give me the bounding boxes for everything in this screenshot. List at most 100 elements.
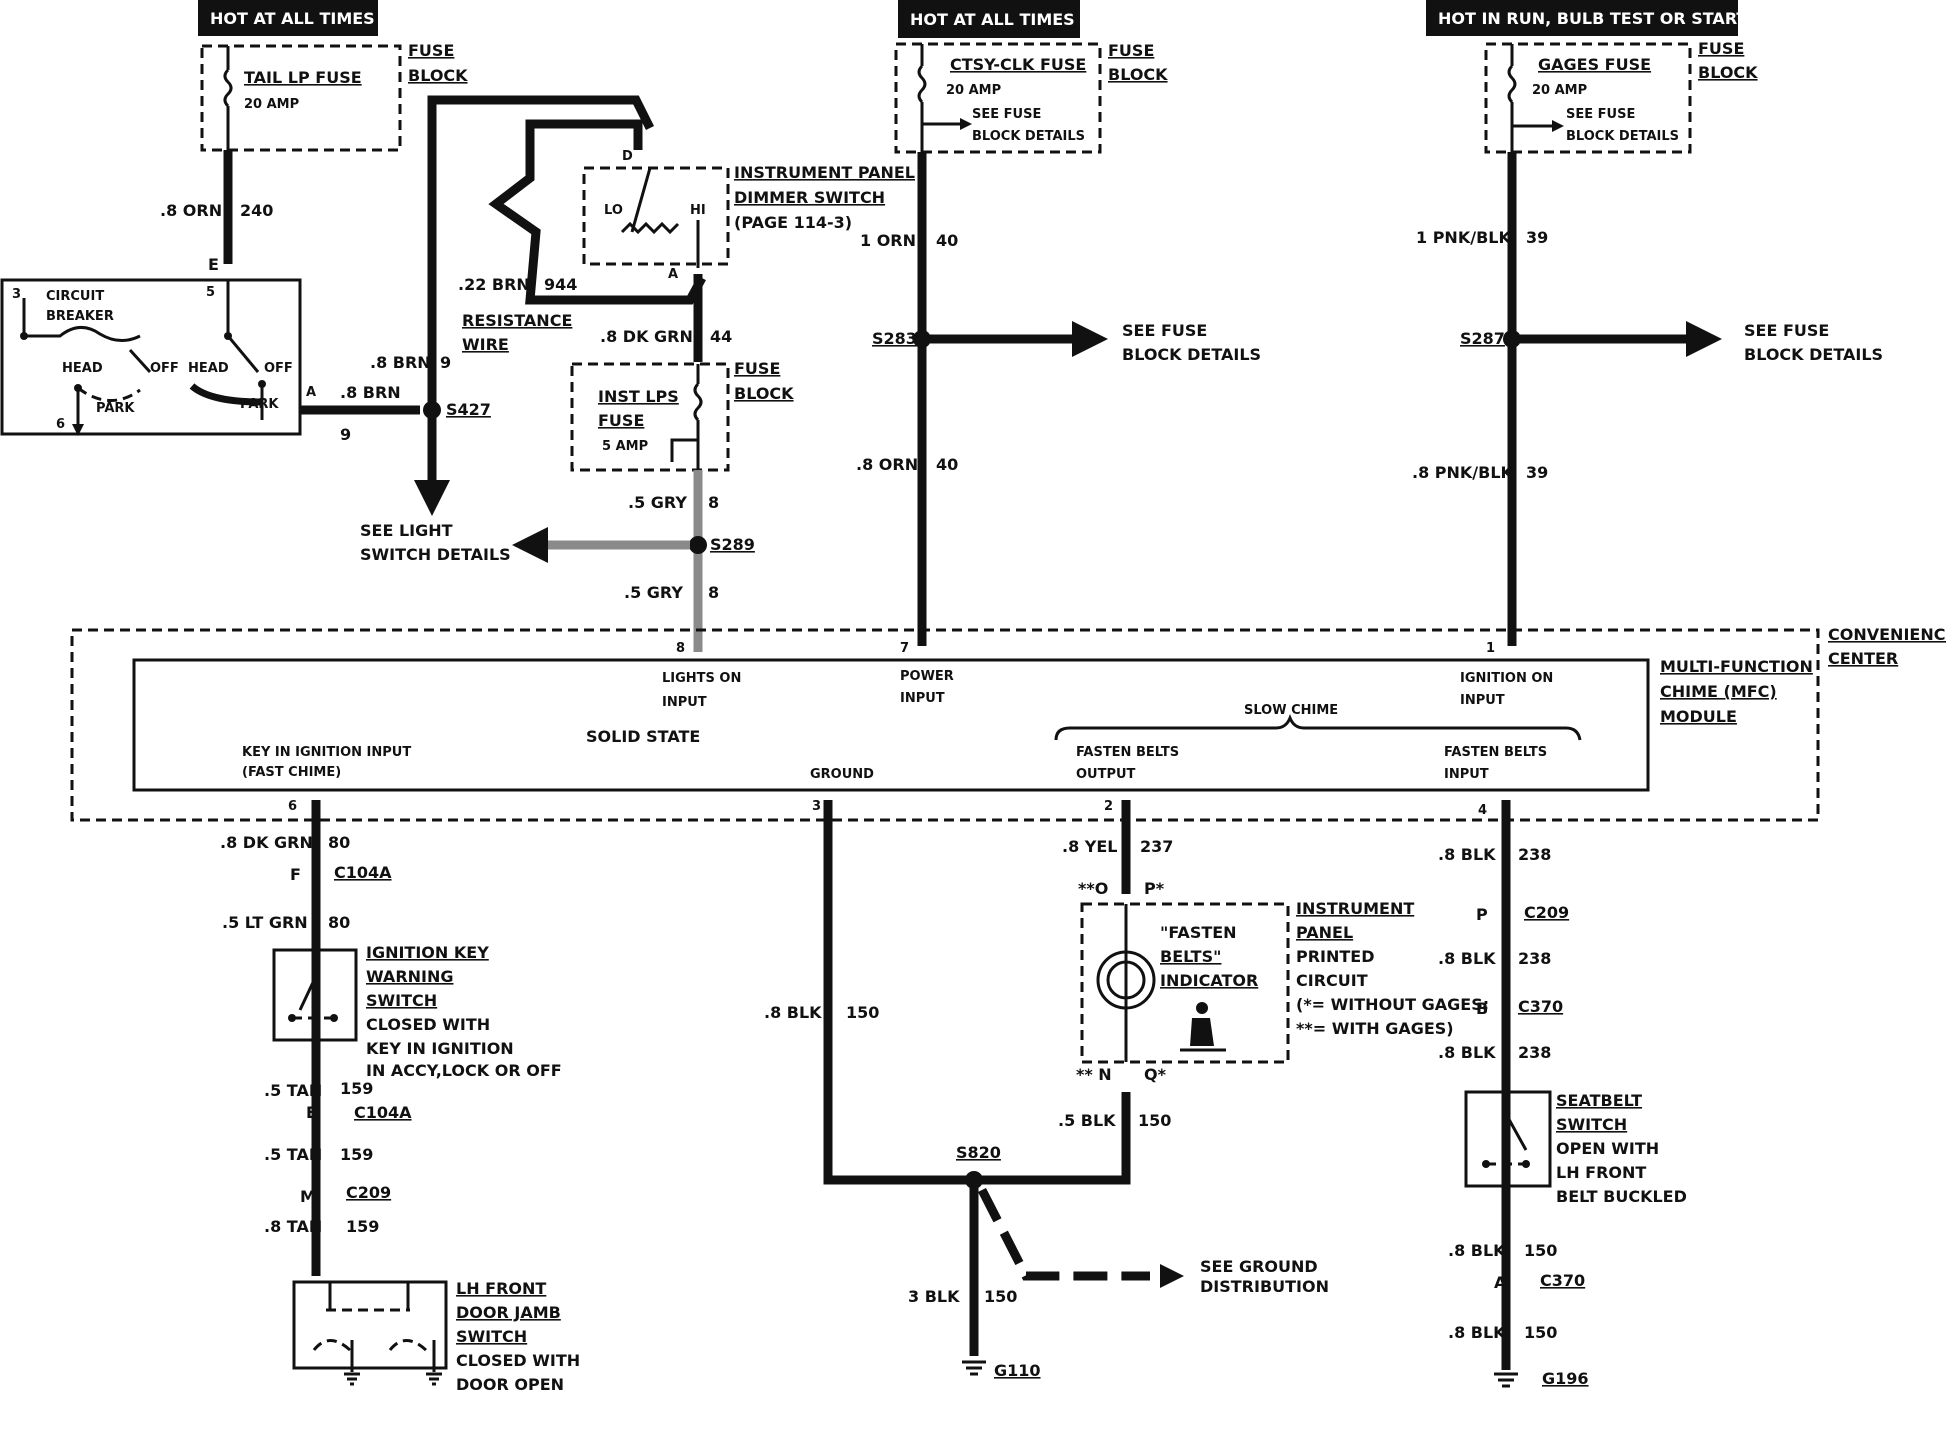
hi-label: HI xyxy=(690,203,706,218)
tail-lp-fuse: TAIL LP FUSE 20 AMP FUSE BLOCK xyxy=(200,41,468,152)
see-ground2-label: DISTRIBUTION xyxy=(1200,1277,1329,1296)
w-ltgrn-label: .5 LT GRN xyxy=(222,913,308,932)
l1-label: LH FRONT xyxy=(456,1279,546,1298)
header-left: HOT AT ALL TIMES xyxy=(198,0,378,36)
s820-label: S820 xyxy=(956,1143,1001,1162)
n40b-label: 40 xyxy=(936,455,958,474)
ground-label: GROUND xyxy=(810,767,874,782)
n159c-label: 159 xyxy=(346,1217,379,1236)
c104a-e-label: E xyxy=(306,1103,317,1122)
wire-brn-9-up xyxy=(427,95,655,493)
l5-label: BELT BUCKLED xyxy=(1556,1187,1687,1206)
mfc-module xyxy=(132,658,1650,792)
pe-label: E xyxy=(208,255,219,274)
p8-label: 8 xyxy=(676,641,685,656)
w-orn-240-label: .8 ORN xyxy=(160,201,222,220)
off1-label: OFF xyxy=(150,361,179,376)
o-label: **O xyxy=(1078,879,1108,898)
seatbelt-switch: SEATBELT SWITCH OPEN WITH LH FRONT BELT … xyxy=(1464,1090,1687,1206)
see2-label: BLOCK DETAILS xyxy=(972,129,1085,144)
key2-label: (FAST CHIME) xyxy=(242,765,341,780)
w-gry-a-label: .5 GRY xyxy=(628,493,687,512)
p1-label: 1 xyxy=(1486,641,1495,656)
d-label: D xyxy=(622,149,633,164)
p6-label: 6 xyxy=(56,417,65,432)
g196-label: G196 xyxy=(1542,1369,1589,1388)
see2-label: BLOCK DETAILS xyxy=(1566,129,1679,144)
ind2-label: BELTS" xyxy=(1160,947,1221,966)
l2-label: DOOR JAMB xyxy=(456,1303,561,1322)
a-label: A xyxy=(668,267,678,282)
head1-label: HEAD xyxy=(62,361,103,376)
p2-label: 2 xyxy=(1104,799,1113,814)
dimmer-switch: D LO HI A INSTRUMENT PANEL DIMMER SWITCH… xyxy=(582,149,915,282)
mfc1-label: MULTI-FUNCTION xyxy=(1660,657,1813,676)
see1-label: SEE FUSE xyxy=(972,107,1041,122)
w-3blk-label: 3 BLK xyxy=(908,1287,960,1306)
c370-a-label: A xyxy=(1494,1273,1507,1292)
w-22brn-label: .22 BRN xyxy=(458,275,530,294)
fbo2-label: OUTPUT xyxy=(1076,767,1136,782)
see-fuse1a-label: SEE FUSE xyxy=(1122,321,1207,340)
center-label: HOT AT ALL TIMES xyxy=(910,10,1075,29)
block2-label: BLOCK xyxy=(1698,63,1758,82)
l2-label: WIRE xyxy=(462,335,509,354)
c370-2-label: C370 xyxy=(1540,1271,1585,1290)
w-blk150-label: .8 BLK xyxy=(764,1003,822,1022)
head2-label: HEAD xyxy=(188,361,229,376)
ip1-label: INSTRUMENT xyxy=(1296,899,1414,918)
lights1-label: LIGHTS ON xyxy=(662,671,741,686)
block2-label: BLOCK xyxy=(408,66,468,85)
n238a-label: 238 xyxy=(1518,845,1551,864)
w-5blk-label: .5 BLK xyxy=(1058,1111,1116,1130)
w-blk238a-label: .8 BLK xyxy=(1438,845,1496,864)
n237-label: 237 xyxy=(1140,837,1173,856)
n150d-label: 150 xyxy=(1524,1241,1557,1260)
w-dkgrn-44-label: .8 DK GRN xyxy=(600,327,693,346)
n80a-label: 80 xyxy=(328,833,350,852)
ign2-label: INPUT xyxy=(1460,693,1505,708)
p5-label: 5 xyxy=(206,285,215,300)
l5-label: DOOR OPEN xyxy=(456,1375,564,1394)
off2-label: OFF xyxy=(264,361,293,376)
n238b-label: 238 xyxy=(1518,949,1551,968)
p6-label: 6 xyxy=(288,799,297,814)
block1-label: FUSE xyxy=(1108,41,1154,60)
block2-label: BLOCK xyxy=(734,384,794,403)
block2-label: BLOCK xyxy=(1108,65,1168,84)
n150a-label: 150 xyxy=(846,1003,879,1022)
l1-label: IGNITION KEY xyxy=(366,943,489,962)
amp-label: 20 AMP xyxy=(244,97,299,112)
name1-label: INST LPS xyxy=(598,387,679,406)
slow-label: SLOW CHIME xyxy=(1244,703,1338,718)
c104a-1-label: C104A xyxy=(334,863,392,882)
w-tan-b-label: .5 TAN xyxy=(264,1145,322,1164)
s427-label: S427 xyxy=(446,400,491,419)
w-1orn-label: 1 ORN xyxy=(860,231,916,250)
p3-label: 3 xyxy=(812,799,821,814)
lights2-label: INPUT xyxy=(662,695,707,710)
w-tan-a-label: .5 TAN xyxy=(264,1081,322,1100)
w-yel-label: .8 YEL xyxy=(1062,837,1118,856)
n9b-label: 9 xyxy=(340,425,351,444)
name-label: GAGES FUSE xyxy=(1538,55,1651,74)
w-8pnk-label: .8 PNK/BLK xyxy=(1412,463,1514,482)
l4-label: CLOSED WITH xyxy=(366,1015,490,1034)
see-fuse1b-label: BLOCK DETAILS xyxy=(1122,345,1261,364)
amp-label: 5 AMP xyxy=(602,439,648,454)
title1-label: INSTRUMENT PANEL xyxy=(734,163,915,182)
l4-label: CLOSED WITH xyxy=(456,1351,580,1370)
n8b-label: 8 xyxy=(708,583,719,602)
l3-label: SWITCH xyxy=(456,1327,527,1346)
c370-1-label: C370 xyxy=(1518,997,1563,1016)
conv2-label: CENTER xyxy=(1828,649,1898,668)
l4-label: LH FRONT xyxy=(1556,1163,1646,1182)
n944-label: 944 xyxy=(544,275,577,294)
w-8brn-b-label: .8 BRN xyxy=(340,383,401,402)
w-blk150e-label: .8 BLK xyxy=(1448,1323,1506,1342)
mfc2-label: CHIME (MFC) xyxy=(1660,682,1777,701)
q-label: Q* xyxy=(1144,1065,1167,1084)
n39b-label: 39 xyxy=(1526,463,1548,482)
park1-label: PARK xyxy=(96,401,135,416)
amp-label: 20 AMP xyxy=(946,83,1001,98)
